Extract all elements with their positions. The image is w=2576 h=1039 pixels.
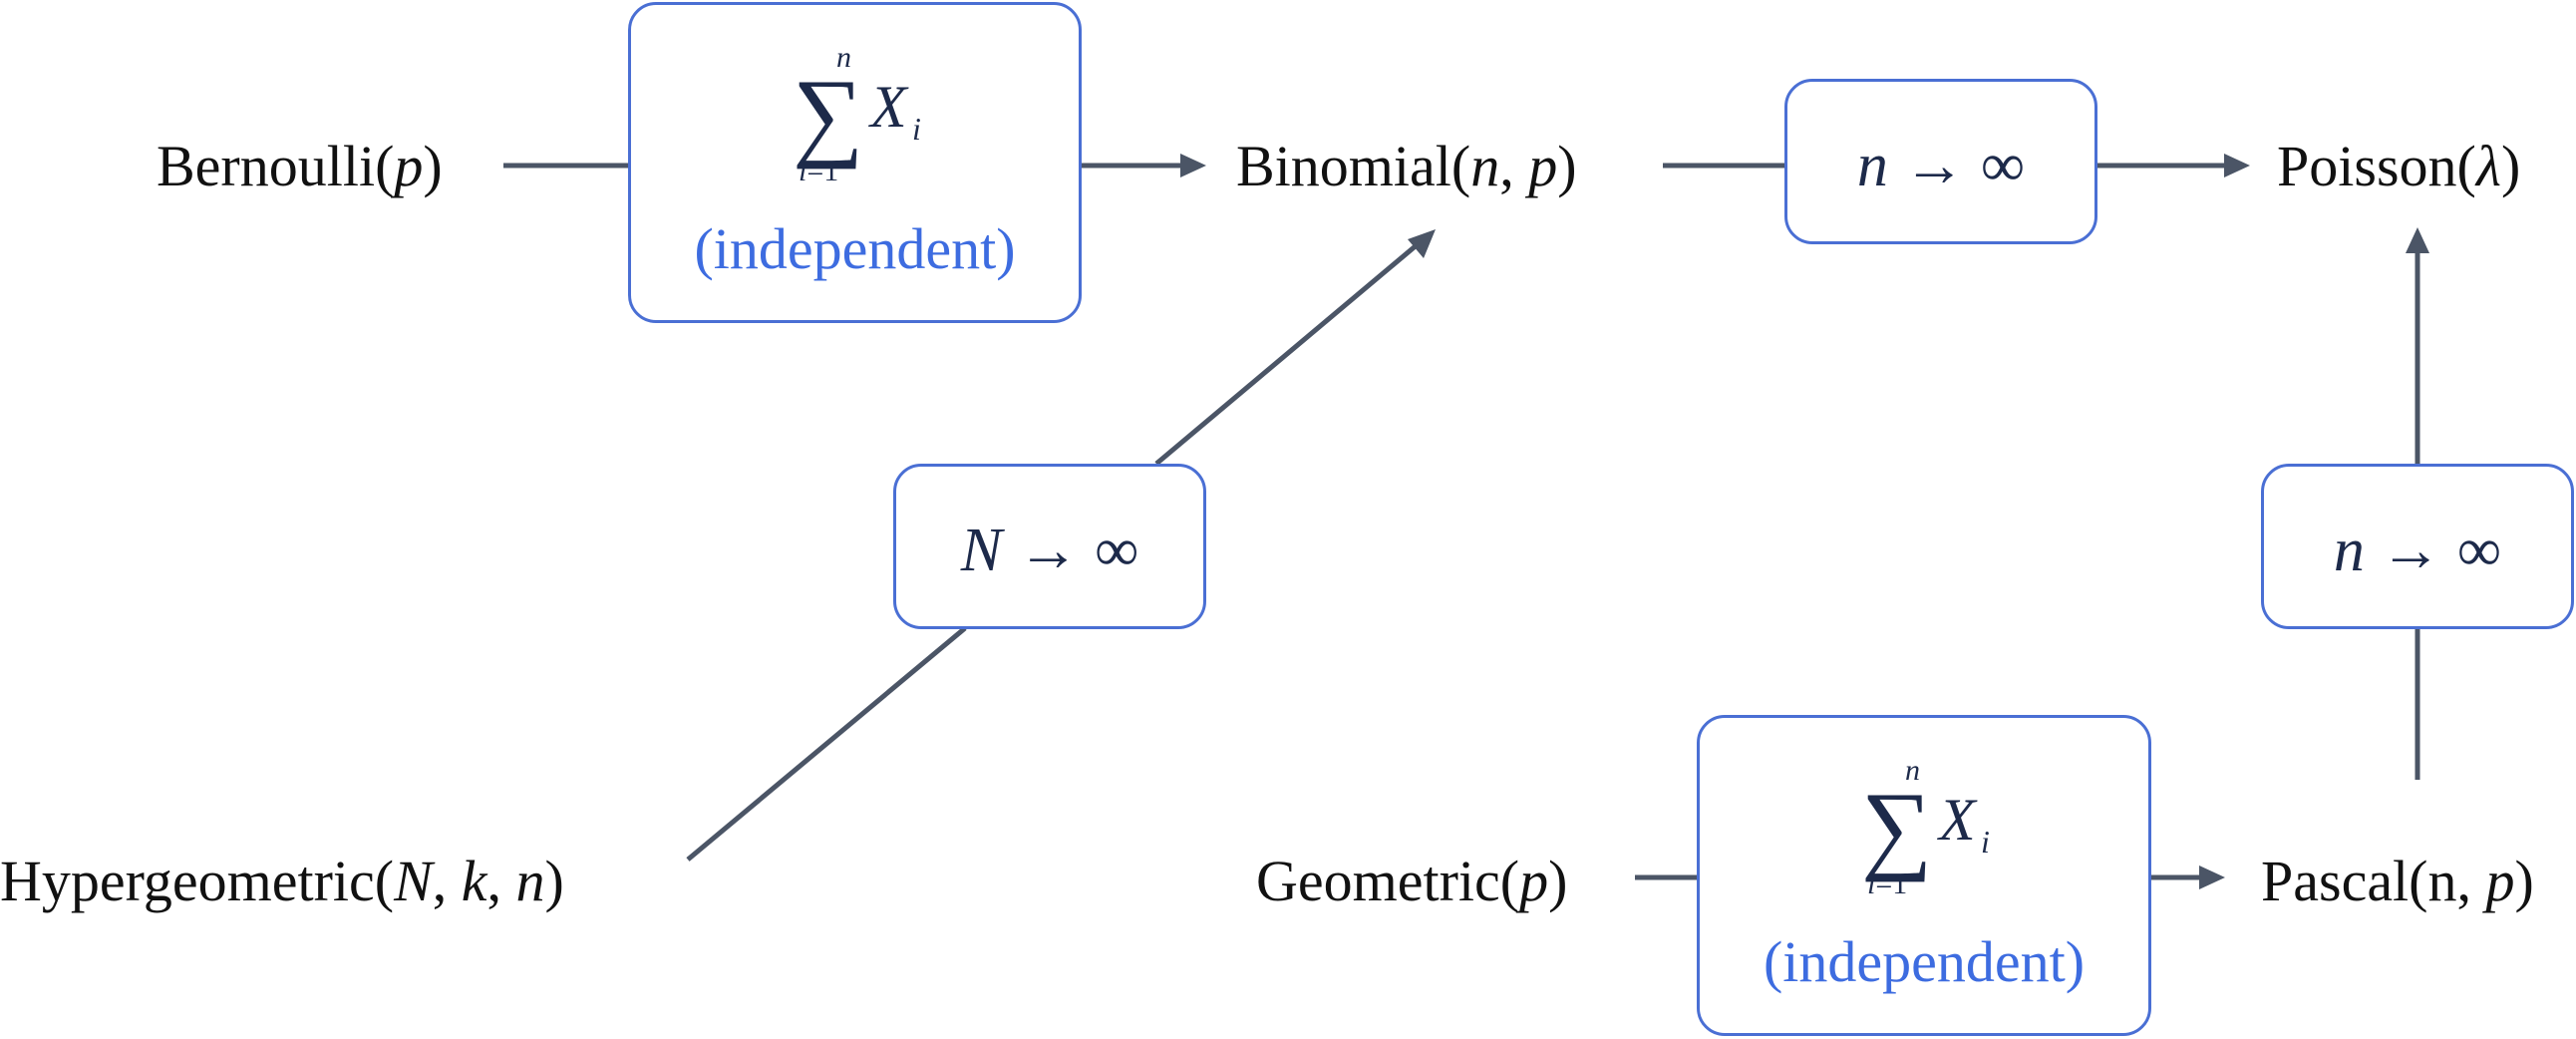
sum-to-binomial-arrowhead [1180,154,1206,177]
limit-arrow-infinity: → ∞ [1887,132,2026,199]
box-limit-N: N → ∞ [893,464,1206,629]
sum-term-subscript: i [912,111,921,147]
limit-condition: n → ∞ [2264,520,2571,581]
sum-lower-var: i [1867,867,1876,900]
node-geometric: Geometric(p) [1256,853,1567,910]
binomial-name: Binomial( [1236,134,1471,198]
hypergeometric-to-limit-connector [686,626,967,862]
sum-term: X [1939,787,1976,853]
pascal-close: ) [2514,849,2534,913]
limit-arrow-infinity: → ∞ [1002,517,1139,584]
binomial-close: ) [1557,134,1577,198]
poisson-name: Poisson( [2277,134,2476,198]
box-limit-n-top: n → ∞ [1784,79,2097,244]
node-binomial: Binomial(n, p) [1236,138,1577,195]
box-limit-n-right: n → ∞ [2261,464,2574,629]
geometric-param: p [1519,849,1549,913]
limit-to-poisson-vertical-arrowhead [2406,227,2429,253]
hypergeometric-param-N: N [394,849,433,913]
hypergeometric-close: ) [544,849,564,913]
sum-lower-var: i [799,155,807,187]
hypergeometric-param-n: n [515,849,545,913]
geometric-close: ) [1548,849,1568,913]
limit-condition: N → ∞ [896,520,1203,581]
sum-lower-limit: i=1 [799,157,838,186]
box-sum-independent-top: n ∑ i=1 X i (independent) [628,2,1082,323]
bernoulli-name: Bernoulli( [157,134,395,198]
hypergeometric-sep1: , [432,849,462,913]
summation-formula: n ∑ i=1 X i [631,37,1079,186]
node-poisson: Poisson(λ) [2277,138,2520,195]
limit-to-poisson-arrowhead [2224,154,2250,177]
poisson-close: ) [2500,134,2521,198]
sigma-icon: ∑ [1861,772,1933,882]
bernoulli-close: ) [423,134,443,198]
sum-term: X [870,74,907,140]
poisson-param: λ [2475,134,2501,198]
sigma-icon: ∑ [793,59,864,170]
binomial-sep: , [1499,134,1529,198]
limit-var: n [2333,517,2365,584]
binomial-param-p: p [1528,134,1558,198]
limit-to-binomial-arrow [1154,242,1420,466]
sum-term-subscript: i [1981,824,1990,860]
independent-note: (independent) [1763,929,2086,994]
sum-upper-limit: n [1905,754,1920,787]
node-pascal: Pascal(n, p) [2261,853,2534,910]
pascal-name: Pascal(n, [2261,849,2486,913]
node-bernoulli: Bernoulli(p) [157,138,443,195]
geometric-name: Geometric( [1256,849,1520,913]
binomial-param-n: n [1470,134,1500,198]
limit-var: n [1856,132,1888,199]
hypergeometric-name: Hypergeometric( [0,849,395,913]
box-sum-independent-bottom: n ∑ i=1 X i (independent) [1697,715,2151,1036]
limit-var: N [960,517,1003,584]
sum-lower-rest: =1 [806,155,839,187]
hypergeometric-sep2: , [486,849,516,913]
pascal-param: p [2485,849,2515,913]
independent-note: (independent) [694,216,1016,281]
hypergeometric-param-k: k [461,849,487,913]
sum-upper-limit: n [836,41,851,74]
summation-formula: n ∑ i=1 X i [1700,750,2148,899]
sum-lower-limit: i=1 [1867,869,1907,899]
sum-lower-rest: =1 [1875,867,1908,900]
bernoulli-param: p [394,134,424,198]
node-hypergeometric: Hypergeometric(N, k, n) [0,853,564,910]
limit-arrow-infinity: → ∞ [2364,517,2502,584]
sum-to-pascal-arrowhead [2199,866,2225,889]
limit-to-binomial-arrowhead [1408,229,1436,258]
limit-condition: n → ∞ [1787,135,2094,196]
